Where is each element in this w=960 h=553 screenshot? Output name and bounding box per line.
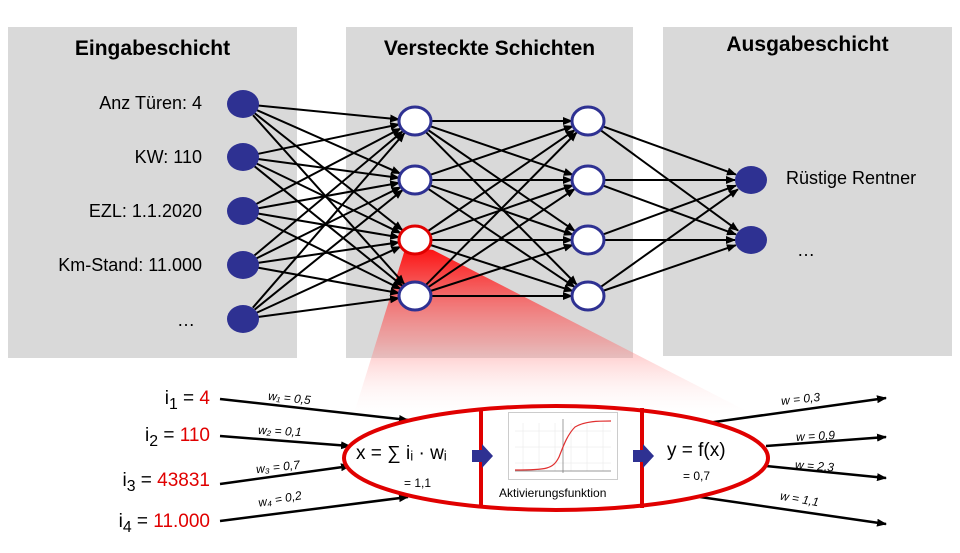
input-label-kw: KW: 110	[134, 147, 202, 167]
hidden1-neuron-1	[397, 164, 433, 196]
input-equals: =	[131, 511, 154, 532]
input-equals: =	[177, 388, 200, 409]
input-label-doors: Anz Türen: 4	[99, 93, 202, 113]
edge-input-0-hidden1-2	[254, 112, 404, 231]
input-layer-panel: Eingabeschicht	[8, 27, 297, 358]
output-layer-panel: Ausgabeschicht	[663, 27, 952, 356]
edge-input-0-hidden1-1	[256, 109, 402, 175]
weight-label-2: w₂ = 0,1	[257, 422, 302, 440]
flow-arrow-1	[472, 444, 493, 468]
edge-input-0-hidden1-3	[252, 114, 406, 285]
output-arrow-3	[699, 495, 887, 527]
edge-input-3-hidden1-0	[253, 130, 404, 257]
output-arrow-0	[699, 395, 887, 426]
hidden2-neuron-1	[570, 164, 606, 196]
input-subscript: 1	[168, 395, 178, 413]
output-label-retirees: Rüstige Rentner	[786, 168, 917, 188]
edge-input-1-hidden1-2	[256, 162, 402, 234]
output-formula: y = f(x)	[667, 440, 726, 461]
edge-hidden1-2-hidden2-0	[426, 129, 576, 233]
input-neuron-1	[227, 143, 259, 171]
hidden2-neuron-3	[570, 280, 606, 312]
output-neuron-1	[735, 226, 767, 254]
input-arrow-3	[219, 494, 409, 523]
edge-hidden1-3-hidden2-0	[424, 131, 578, 287]
input-neuron-2	[227, 197, 259, 225]
highlighted-neuron	[397, 224, 433, 256]
hidden1-neuron-3	[397, 280, 433, 312]
output-arrow-1	[765, 433, 887, 448]
output-value: = 0,7	[683, 469, 711, 483]
edge-input-2-hidden1-1	[257, 180, 401, 210]
input-name: i	[122, 470, 127, 491]
edge-input-4-hidden1-2	[256, 245, 402, 314]
edge-input-1-hidden1-0	[257, 122, 401, 155]
input-subscript: 2	[149, 432, 159, 450]
output-weight-3: w = 2,3	[794, 457, 835, 475]
input-value: 110	[179, 425, 210, 446]
edge-input-2-hidden1-2	[257, 212, 401, 240]
edge-hidden1-3-hidden2-1	[426, 188, 576, 289]
edge-hidden1-3-hidden2-2	[428, 243, 574, 293]
edge-hidden2-0-output-0	[601, 125, 737, 176]
input-equals: =	[135, 470, 158, 491]
input-arrow-2	[219, 463, 351, 486]
activation-plot	[508, 412, 618, 480]
input-subscript: 4	[122, 518, 132, 536]
input-label-km: Km-Stand: 11.000	[58, 255, 202, 275]
highlight-fan	[352, 246, 764, 420]
output-arrow-2	[765, 464, 887, 482]
output-layer-title: Ausgabeschicht	[726, 33, 889, 56]
input-name: i	[145, 425, 150, 446]
edge-hidden2-3-output-0	[599, 188, 739, 289]
input-subscript: 3	[126, 477, 136, 495]
input-value: 43831	[157, 470, 210, 491]
sum-formula: x = ∑ iᵢ · wᵢ	[356, 443, 447, 464]
edge-input-4-hidden1-0	[252, 132, 406, 309]
input-value: 11.000	[153, 511, 210, 532]
detail-input-3: i3 = 43831	[122, 470, 210, 496]
input-arrow-1	[219, 434, 351, 450]
edge-input-0-hidden1-0	[257, 104, 401, 123]
input-label-ellipsis: …	[177, 310, 195, 330]
detail-input-2: i2 = 110	[145, 425, 210, 451]
input-name: i	[164, 388, 169, 409]
input-neuron-0	[227, 90, 259, 118]
edge-hidden1-1-hidden2-0	[428, 125, 574, 177]
sum-value: = 1,1	[404, 476, 432, 490]
hidden2-neuron-0	[570, 105, 606, 137]
edge-hidden2-2-output-0	[601, 184, 737, 236]
detail-input-1: i1 = 4	[165, 388, 210, 414]
edge-input-3-hidden1-1	[256, 186, 402, 260]
input-neuron-3	[227, 251, 259, 279]
output-label-ellipsis: …	[797, 240, 815, 260]
hidden-layers-title: Versteckte Schichten	[383, 37, 596, 60]
edge-input-3-hidden1-2	[257, 239, 401, 264]
activation-function-label: Aktivierungsfunktion	[499, 486, 607, 500]
edge-input-4-hidden1-3	[257, 295, 401, 319]
input-arrow-0	[219, 397, 409, 423]
input-value: 4	[199, 388, 210, 409]
input-name: i	[118, 511, 123, 532]
hidden2-neuron-2	[570, 224, 606, 256]
input-equals: =	[158, 425, 180, 446]
hidden1-neuron-0	[397, 105, 433, 137]
output-neuron-0	[735, 166, 767, 194]
edge-hidden2-3-output-1	[601, 244, 737, 293]
input-layer-title: Eingabeschicht	[74, 37, 231, 60]
flow-arrow-2	[633, 444, 654, 468]
edge-input-2-hidden1-0	[255, 127, 402, 205]
input-label-ezl: EZL: 1.1.2020	[88, 201, 202, 221]
detail-input-4: i4 = 11.000	[119, 511, 210, 537]
input-neuron-4	[227, 305, 259, 333]
output-weight-2: w = 0,9	[795, 427, 836, 445]
edge-input-1-hidden1-1	[257, 157, 401, 181]
edge-input-4-hidden1-1	[254, 189, 404, 311]
